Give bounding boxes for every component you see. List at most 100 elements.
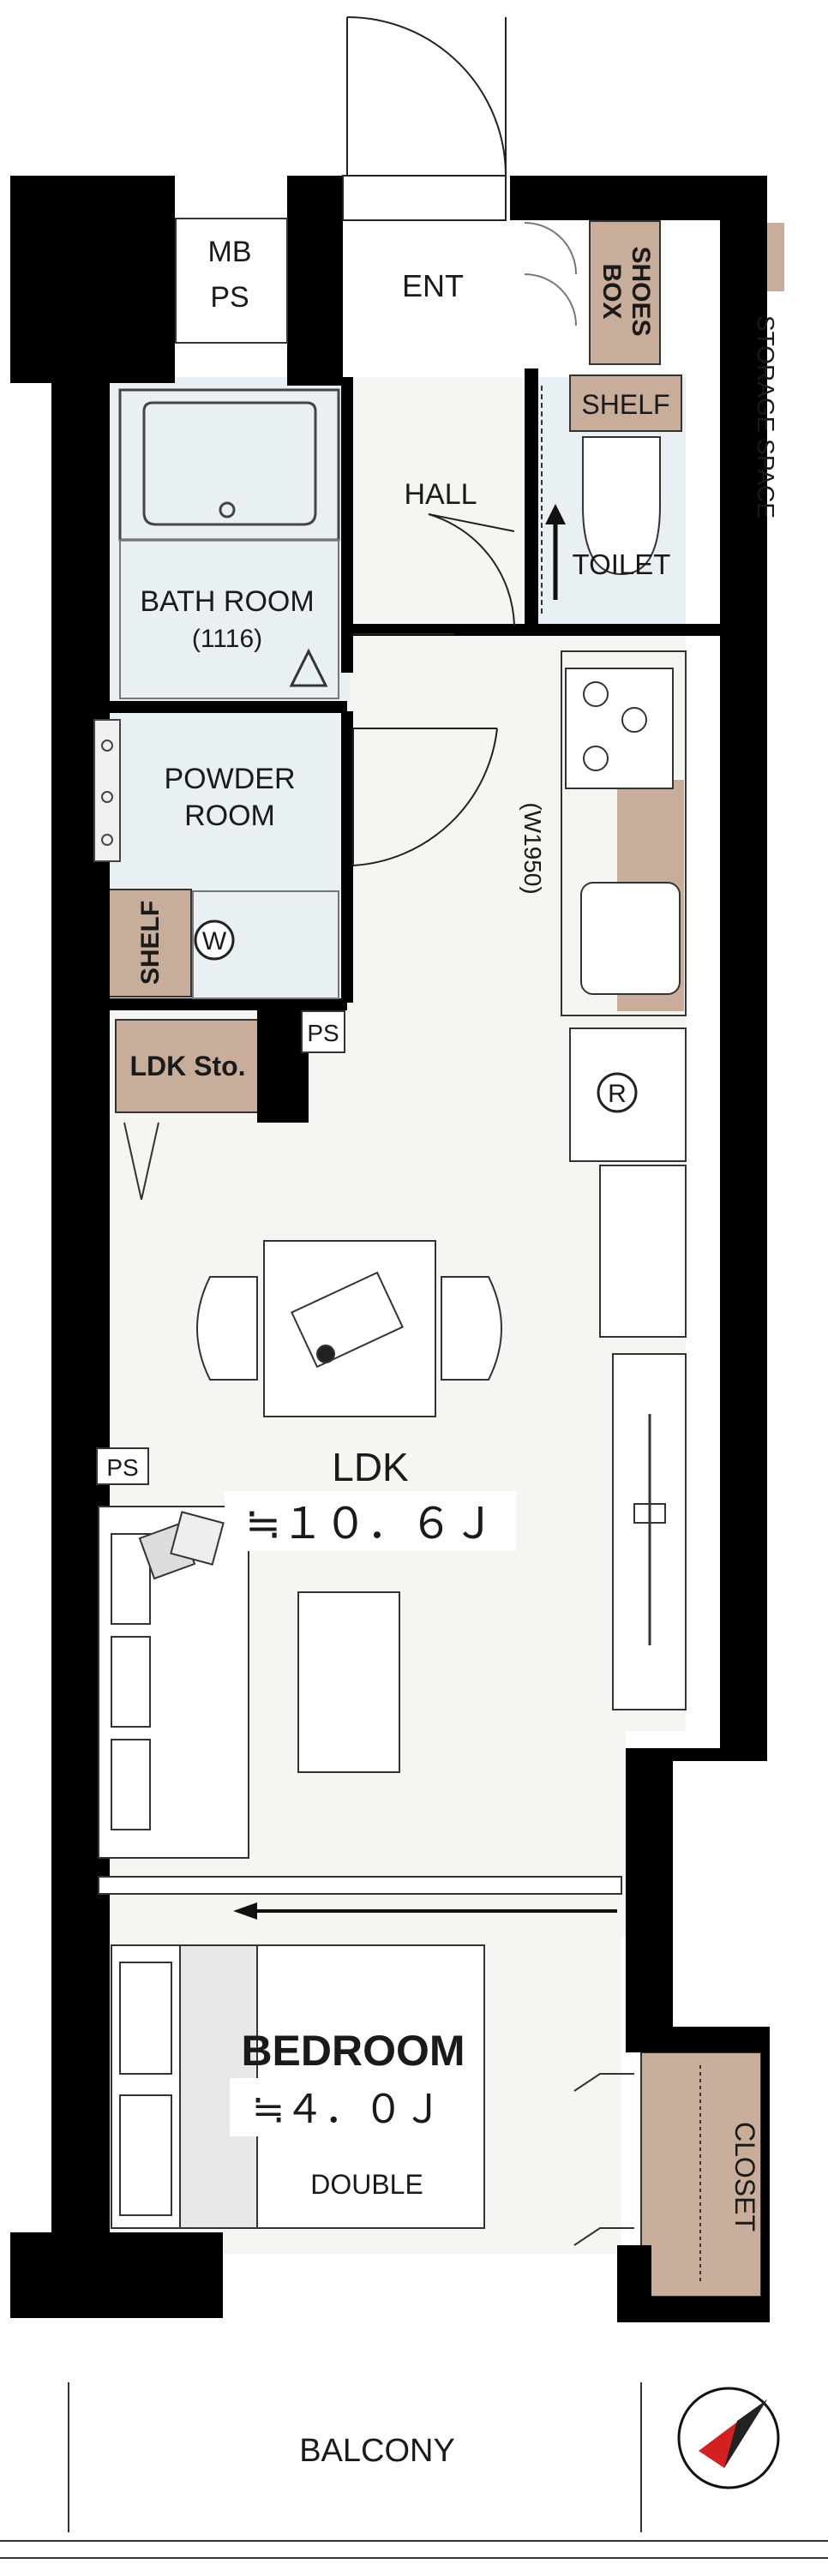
fridge-label: R [608, 1080, 627, 1108]
hall-floor [351, 377, 523, 643]
entrance-label: ENT [402, 268, 464, 303]
hanger-top [573, 2073, 634, 2092]
wall-bottom-right [617, 2245, 651, 2322]
toilet-bowl [582, 436, 661, 576]
toilet-arrow-head [545, 504, 566, 524]
storage-legend-label: STORAGE SPACE [753, 315, 779, 518]
fridge-symbol [597, 1072, 638, 1113]
ldk-area-bg [225, 1491, 516, 1551]
wall-top-left [10, 176, 175, 383]
mbps-outline [175, 218, 288, 344]
toilet-fixture [541, 386, 661, 617]
mbps-closet [176, 219, 287, 343]
cabinet-1 [599, 1165, 687, 1338]
living-set [98, 1506, 400, 1859]
storage-door-leaf-1 [123, 1122, 142, 1201]
vanity-tap-2 [101, 791, 113, 803]
wall-ps-block [257, 998, 309, 1123]
wall-closet-right [761, 2027, 770, 2309]
sliding-door [98, 1876, 622, 1920]
wall-right-lower [626, 1748, 673, 2031]
wall-top-mid [287, 176, 343, 214]
burner-2 [621, 707, 647, 733]
compass [677, 2387, 780, 2489]
balcony [0, 2382, 828, 2559]
stove [565, 668, 674, 789]
wall-bath-right [341, 377, 353, 673]
ldk-storage-door [123, 1122, 159, 1201]
storage-door-leaf-2 [141, 1122, 159, 1201]
book-on-table [291, 1271, 404, 1369]
chair-left [196, 1276, 258, 1381]
closet-label: CLOSET [729, 2122, 760, 2232]
pillow-2 [170, 1511, 225, 1566]
sliding-door-arrow-head [233, 1902, 257, 1920]
ldk-label: LDK [332, 1445, 409, 1489]
entrance-door-swing [346, 16, 507, 177]
ps-lower-label: PS [106, 1454, 138, 1481]
toilet-shelf [569, 374, 682, 432]
openings [176, 219, 617, 2309]
burner-3 [583, 746, 609, 771]
entrance-door-swing-b [524, 222, 577, 326]
bed-pillow-2 [119, 2094, 172, 2216]
washer-box [192, 890, 339, 999]
hall-label: HALL [404, 478, 477, 511]
hanger-bottom [573, 2227, 634, 2246]
powder-door-swing [352, 728, 498, 866]
bed-type-label: DOUBLE [310, 2169, 423, 2200]
sofa-cushion-2 [111, 1636, 151, 1728]
chair-right [441, 1276, 502, 1381]
balcony-door-gap [223, 2271, 617, 2309]
wall-right-outer [720, 176, 767, 1752]
shoes-box-label-2: BOX [597, 263, 626, 319]
bathtub [118, 388, 340, 699]
fridge-circle [597, 1072, 638, 1113]
ldk-storage [115, 1019, 261, 1113]
kitchen [561, 650, 687, 1710]
sofa-cushion-3 [111, 1739, 151, 1830]
wall-left-outer [51, 377, 110, 2245]
ldk-storage-label: LDK Sto. [129, 1051, 245, 1081]
wall-powder-right [341, 711, 353, 1003]
washer-label: W [202, 927, 227, 956]
kitchen-width-label: (W1950) [519, 802, 546, 894]
bedroom-area-bg [230, 2078, 461, 2136]
powder-shelf-label: SHELF [136, 901, 165, 985]
wall-hall-bottom [341, 624, 538, 636]
cabinet-knob [633, 1503, 666, 1524]
wall-bottom-left [10, 2232, 223, 2318]
ps-lower-bg [96, 1447, 149, 1485]
entrance-floor [343, 219, 506, 364]
mbps-label-mb: MB [208, 236, 252, 268]
shoes-box-label-1: SHOES [627, 246, 655, 336]
toilet-shelf-label: SHELF [581, 389, 669, 420]
washer-circle [194, 920, 235, 961]
bath-floor-triangle [289, 648, 328, 687]
bathtub-drain [219, 501, 236, 518]
burner-1 [583, 681, 609, 707]
sliding-door-track [98, 1876, 622, 1895]
entrance-door-frame [342, 175, 507, 221]
wall-toilet-left [525, 368, 538, 634]
wall-mbps-right [287, 214, 343, 386]
sink [580, 882, 681, 995]
balcony-label: BALCONY [299, 2433, 455, 2469]
bedroom-area-label: ≒４．０Ｊ [252, 2087, 443, 2131]
vanity-counter [93, 719, 121, 862]
walls [10, 176, 770, 2322]
bath-wash-area [119, 539, 339, 699]
bedroom-label: BEDROOM [241, 2027, 465, 2075]
shoes-box [589, 220, 661, 365]
ldk-area-label: ≒１０．６Ｊ [245, 1500, 495, 1548]
hall-doors [352, 513, 515, 866]
bath-room-label: BATH ROOM [140, 585, 314, 618]
ps-upper-bg [301, 1010, 345, 1053]
powder-room-label-1: POWDER [165, 763, 296, 795]
entrance-door [342, 16, 577, 326]
wall-closet-frame [626, 2027, 767, 2052]
toilet-door-leaf [428, 513, 515, 532]
wall-powder-top [90, 701, 347, 713]
